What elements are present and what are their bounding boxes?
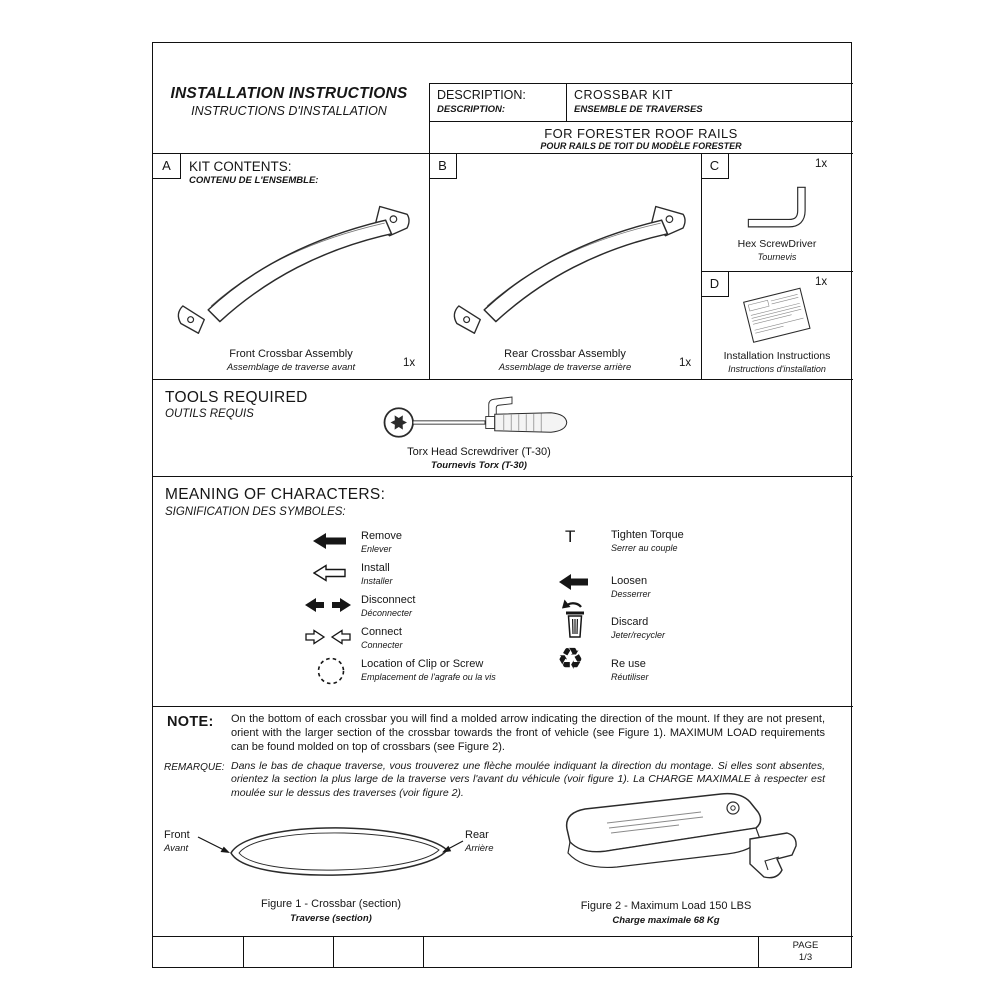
figure2-caption: Figure 2 - Maximum Load 150 LBS [580,900,752,912]
symbol-label-fr: Emplacement de l'agrafe ou la vis [361,672,496,682]
kit-item-qty: 1x [403,357,416,369]
disconnect-arrows-icon [305,598,351,612]
kit-item-name: Front Crossbar Assembly [229,348,353,360]
figure1-front-label-fr: Avant [164,843,189,854]
divider-line [429,153,431,379]
divider-line [701,271,853,273]
torx-screwdriver-image [383,396,568,438]
section-label-c: C [701,153,729,179]
symbol-label: Location of Clip or Screw [361,658,484,670]
model-line: FOR FORESTER ROOF RAILS [544,126,738,141]
loosen-arrow-icon [559,574,588,590]
description-value: CROSSBAR KIT [574,88,674,102]
symbol-label: Tighten Torque [611,529,684,541]
tool-name-fr: Tournevis Torx (T-30) [431,460,527,471]
clip-screw-location-icon [317,657,345,685]
symbol-label: Re use [611,658,646,670]
doc-title: INSTALLATION INSTRUCTIONS [170,85,408,102]
symbol-label-fr: Connecter [361,640,403,650]
instructions-sheet-icon [743,287,811,343]
rear-leader-arrow [442,840,464,853]
tools-heading-fr: OUTILS REQUIS [165,408,254,420]
divider-line [429,121,853,123]
footer-page-label: PAGE [792,940,819,951]
kit-item-name: Installation Instructions [723,350,831,362]
section-label-a: A [153,153,181,179]
crossbar-section-outline [230,827,449,876]
description-label: DESCRIPTION: [437,88,526,102]
discard-trash-icon [562,599,584,638]
note-text-fr: Dans le bas de chaque traverse, vous tro… [231,760,825,799]
divider-line [153,153,853,155]
symbols-heading: MEANING OF CHARACTERS: [165,486,386,503]
doc-title-fr: INSTRUCTIONS D'INSTALLATION [191,104,387,118]
divider-line [243,936,245,967]
divider-line [153,936,853,938]
tools-heading: TOOLS REQUIRED [165,389,308,406]
tool-name: Torx Head Screwdriver (T-30) [407,446,551,458]
tighten-torque-symbol: T [565,527,576,546]
divider-line [701,153,703,379]
symbol-label-fr: Jeter/recycler [611,630,666,640]
kit-contents-heading: KIT CONTENTS: [189,159,292,174]
section-label-b: B [429,153,457,179]
divider-line [758,936,760,967]
symbol-label-fr: Réutiliser [611,672,649,682]
kit-item-qty: 1x [815,158,828,170]
rear-crossbar-image [453,205,686,334]
symbol-label: Disconnect [361,594,416,606]
figure1-caption: Figure 1 - Crossbar (section) [261,898,401,910]
note-text: On the bottom of each crossbar you will … [231,713,825,754]
remove-arrow-icon [313,533,346,549]
front-crossbar-image [177,205,410,334]
reuse-recycle-icon: ♻ [557,642,584,677]
symbol-label: Loosen [611,575,648,587]
install-arrow-icon [313,564,346,582]
figure1-rear-label-fr: Arrière [465,843,494,854]
kit-item-name-fr: Assemblage de traverse arrière [498,362,632,373]
connect-arrows-icon [305,629,351,645]
figure1-front-label: Front [164,829,190,841]
symbol-label-fr: Déconnecter [361,608,413,618]
model-line-fr: POUR RAILS DE TOIT DU MODÈLE FORESTER [540,141,742,151]
kit-item-name-fr: Assemblage de traverse avant [226,362,356,373]
kit-item-qty: 1x [815,276,828,288]
section-label-d: D [701,271,729,297]
description-value-fr: ENSEMBLE DE TRAVERSES [574,104,703,115]
divider-line [153,706,853,708]
document-border: INSTALLATION INSTRUCTIONS INSTRUCTIONS D… [152,42,853,968]
kit-contents-heading-fr: CONTENU DE L'ENSEMBLE: [189,175,319,186]
symbols-heading-fr: SIGNIFICATION DES SYMBOLES: [165,506,346,518]
kit-item-qty: 1x [679,357,692,369]
figure2-caption-fr: Charge maximale 68 Kg [612,915,720,926]
kit-item-name-fr: Instructions d'installation [728,364,826,374]
front-leader-arrow [197,836,230,853]
symbol-label: Remove [361,530,402,542]
symbol-label-fr: Desserrer [611,589,651,599]
divider-line [429,83,431,153]
symbol-label-fr: Serrer au couple [611,543,678,553]
symbol-label: Discard [611,616,649,628]
divider-line [429,83,853,85]
divider-line [566,83,568,121]
kit-item-name: Rear Crossbar Assembly [504,348,626,360]
divider-line [333,936,335,967]
hex-key-icon [747,186,806,228]
divider-line [153,379,853,381]
crossbar-end-3d-view [565,792,797,879]
divider-line [423,936,425,967]
figure1-rear-label: Rear [465,829,489,841]
note-label-fr: REMARQUE: [164,762,225,773]
footer-page-number: 1/3 [798,952,813,963]
divider-line [153,476,853,478]
kit-item-name-fr: Tournevis [757,252,797,262]
symbol-label-fr: Installer [361,576,393,586]
kit-item-name: Hex ScrewDriver [737,238,817,250]
symbol-label: Connect [361,626,402,638]
description-label-fr: DESCRIPTION: [437,104,506,115]
symbol-label: Install [361,562,390,574]
symbol-label-fr: Enlever [361,544,392,554]
figure1-caption-fr: Traverse (section) [290,913,372,924]
note-label: NOTE: [167,714,214,730]
